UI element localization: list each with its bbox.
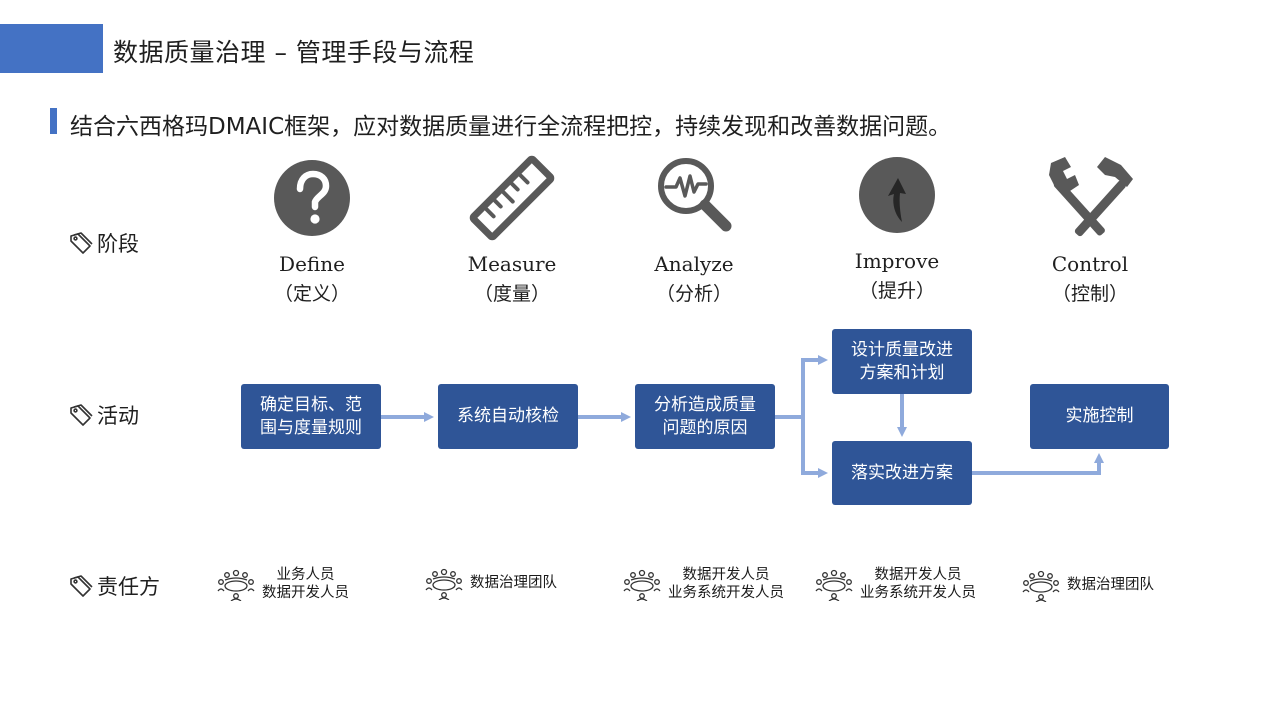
owner-control: 数据治理团队	[1021, 568, 1154, 602]
phase-control-en: Control	[1051, 252, 1129, 276]
ruler-icon	[469, 155, 555, 241]
row-label-owner-text: 责任方	[97, 575, 160, 599]
owner-analyze-line2: 业务系统开发人员	[668, 585, 784, 601]
arrow-do-to-control	[972, 453, 1104, 475]
up-arrow-circle-icon	[859, 157, 935, 233]
question-icon	[274, 160, 350, 236]
owner-analyze-line1: 数据开发人员	[682, 567, 770, 583]
activity-improve-plan-line1: 设计质量改进	[851, 339, 953, 360]
owner-improve-line1: 数据开发人员	[874, 567, 962, 583]
team-meeting-icon	[425, 568, 463, 600]
phase-analyze: Analyze （分析）	[614, 150, 774, 310]
row-label-activity-text: 活动	[97, 404, 139, 428]
row-label-stage: 阶段	[68, 228, 139, 258]
owner-measure-line1: 数据治理团队	[470, 575, 557, 591]
tag-icon	[70, 575, 93, 597]
title-accent-bar	[0, 24, 103, 73]
phase-define: Define （定义）	[232, 150, 392, 310]
phase-control-zh: （控制）	[1051, 283, 1128, 305]
phase-analyze-en: Analyze	[654, 252, 734, 276]
owner-define-line2: 数据开发人员	[262, 585, 349, 601]
owner-define: 业务人员数据开发人员	[216, 566, 349, 602]
row-label-owner: 责任方	[68, 571, 160, 601]
page-subtitle: 结合六西格玛DMAIC框架，应对数据质量进行全流程把控，持续发现和改善数据问题。	[70, 114, 952, 140]
owner-measure: 数据治理团队	[424, 566, 557, 600]
team-meeting-icon	[815, 569, 853, 601]
magnifier-pulse-icon	[658, 158, 732, 232]
team-meeting-icon	[217, 569, 255, 601]
phase-improve-en: Improve	[854, 249, 940, 273]
activity-define-line2: 围与度量规则	[260, 417, 362, 438]
team-meeting-icon	[1022, 570, 1060, 602]
activity-control: 实施控制	[1030, 384, 1169, 449]
activity-analyze: 分析造成质量问题的原因	[635, 384, 775, 449]
owner-improve-line2: 业务系统开发人员	[860, 585, 976, 601]
phase-measure-zh: （度量）	[473, 283, 550, 305]
arrow-analyze-to-plan	[801, 355, 828, 417]
phase-analyze-zh: （分析）	[655, 283, 732, 305]
owner-control-line1: 数据治理团队	[1067, 577, 1154, 593]
activity-improve-do-line1: 落实改进方案	[851, 462, 953, 483]
activity-analyze-line2: 问题的原因	[662, 417, 748, 438]
activity-improve-do: 落实改进方案	[832, 441, 972, 505]
owner-analyze: 数据开发人员业务系统开发人员	[622, 566, 784, 602]
arrow-analyze-to-do	[801, 417, 828, 478]
row-label-activity: 活动	[68, 400, 139, 430]
owner-improve: 数据开发人员业务系统开发人员	[814, 566, 976, 602]
activity-analyze-line1: 分析造成质量	[654, 394, 756, 415]
activity-improve-plan: 设计质量改进方案和计划	[832, 329, 972, 394]
phase-improve: Improve （提升）	[817, 150, 977, 310]
activity-measure-line1: 系统自动核检	[457, 406, 559, 426]
phase-control: Control （控制）	[1010, 150, 1170, 310]
activity-improve-plan-line2: 方案和计划	[859, 362, 945, 383]
activity-define-line1: 确定目标、范	[260, 394, 362, 415]
page-title: 数据质量治理 – 管理手段与流程	[113, 38, 475, 67]
owner-define-line1: 业务人员	[276, 567, 335, 583]
phase-define-zh: （定义）	[273, 283, 350, 305]
activity-define: 确定目标、范围与度量规则	[241, 384, 381, 449]
phase-improve-zh: （提升）	[858, 280, 935, 302]
phase-measure-en: Measure	[467, 252, 557, 276]
hammer-wrench-icon	[1049, 157, 1133, 237]
tag-icon	[70, 232, 93, 254]
row-label-stage-text: 阶段	[97, 232, 139, 256]
phase-measure: Measure （度量）	[432, 150, 592, 310]
team-meeting-icon	[623, 569, 661, 601]
activity-measure: 系统自动核检	[438, 384, 578, 449]
phase-define-en: Define	[279, 252, 345, 276]
subtitle-accent-bar	[50, 108, 57, 134]
tag-icon	[70, 404, 93, 426]
activity-control-line1: 实施控制	[1065, 406, 1134, 426]
